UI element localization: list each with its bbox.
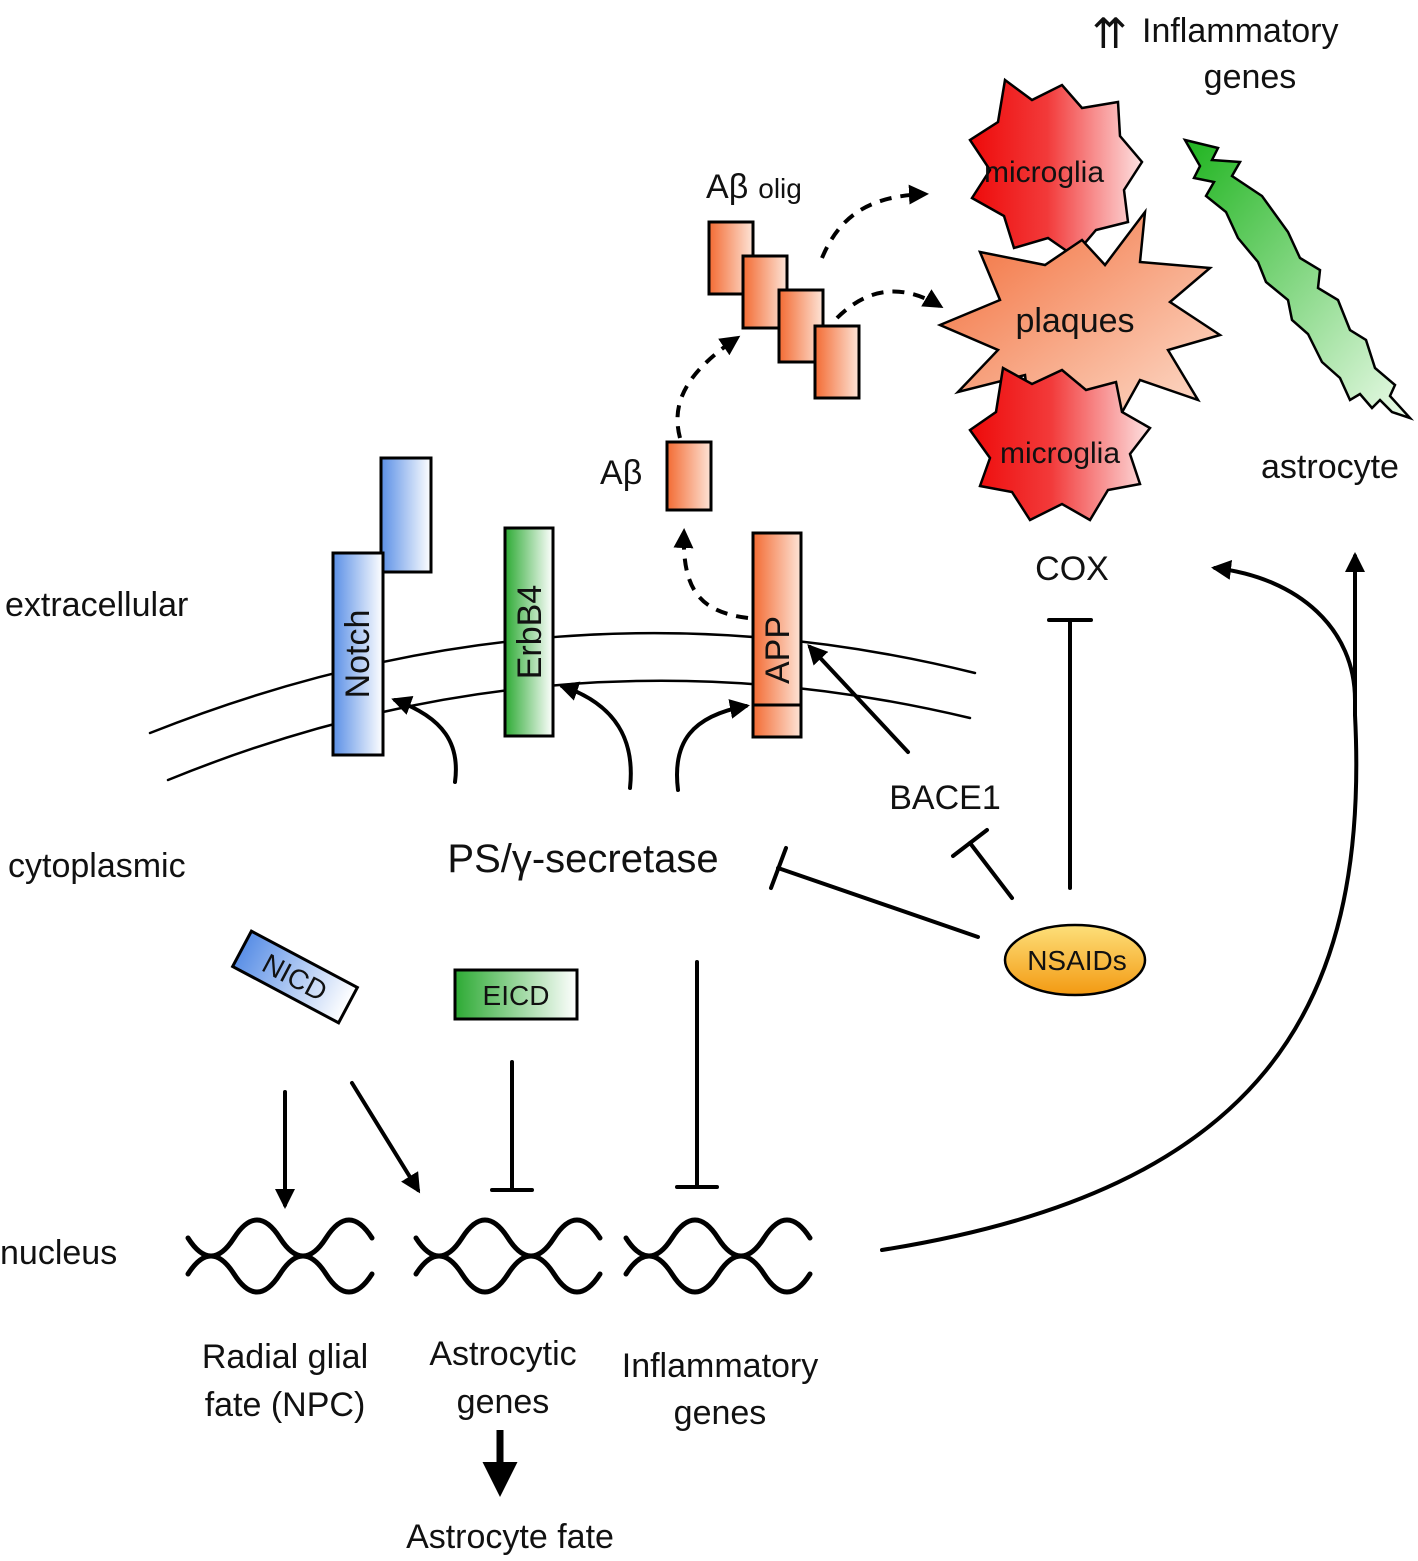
erbb4-receptor-box xyxy=(503,526,555,738)
arrow-feedback-to-cox xyxy=(1211,559,1357,702)
arrow-abeta-to-olig xyxy=(675,335,741,439)
label-secretase: PS/γ-secretase xyxy=(447,837,718,881)
label-astro-line1: Astrocytic xyxy=(429,1335,576,1373)
arrow-olig-to-plaques xyxy=(835,289,944,320)
label-top-inflam-line2: genes xyxy=(1204,58,1297,96)
microglia-bottom-shape xyxy=(968,366,1152,522)
up-arrows-icon: ⇈ xyxy=(1092,10,1127,57)
nicd-fragment: NICD xyxy=(230,929,360,1025)
label-inflam-line2: genes xyxy=(674,1394,767,1432)
dna-inflammatory xyxy=(623,1217,813,1295)
dna-radial-glial xyxy=(185,1217,375,1295)
abeta-oligomer-stack xyxy=(707,220,861,400)
arrow-secretase-to-notch xyxy=(391,696,458,784)
nicd-box xyxy=(230,929,360,1025)
label-top-inflam-line1: Inflammatory xyxy=(1142,12,1339,50)
label-inflam-line1: Inflammatory xyxy=(622,1347,819,1385)
label-astrocyte: astrocyte xyxy=(1261,448,1399,486)
astrocyte-shape xyxy=(1182,138,1415,421)
inhibit-secretase-bar xyxy=(769,846,788,890)
app-receptor-box xyxy=(751,531,803,739)
inhibit-bace1-bar xyxy=(951,828,989,858)
label-plaques: plaques xyxy=(1015,302,1134,340)
label-cox: COX xyxy=(1035,550,1109,588)
label-astrocyte-fate: Astrocyte fate xyxy=(406,1518,614,1556)
arrow-secretase-to-app xyxy=(675,699,750,792)
abeta-monomer-box xyxy=(665,440,713,512)
arrow-secretase-to-erbb4 xyxy=(558,681,633,790)
arrow-app-to-abeta xyxy=(673,528,749,620)
label-radial-line2: fate (NPC) xyxy=(205,1386,366,1424)
notch-receptor-box xyxy=(331,551,385,757)
label-nsaids: NSAIDs xyxy=(1027,945,1127,976)
label-erbb4: ErbB4 xyxy=(511,585,549,680)
label-microglia-top: microglia xyxy=(984,156,1104,189)
label-eicd: EICD xyxy=(483,980,550,1011)
inhibit-nsaids-secretase xyxy=(776,866,980,939)
label-cytoplasmic: cytoplasmic xyxy=(8,847,186,885)
label-notch: Notch xyxy=(339,610,377,699)
label-nucleus: nucleus xyxy=(0,1234,117,1272)
curve-inflammatory-feedback xyxy=(880,713,1359,1252)
label-extracellular: extracellular xyxy=(5,586,188,624)
label-astro-line2: genes xyxy=(457,1383,550,1421)
inhibit-nsaids-bace1 xyxy=(968,841,1014,900)
label-bace1: BACE1 xyxy=(889,779,1001,817)
notch-ligand-box xyxy=(379,456,433,574)
arrow-olig-to-microglia xyxy=(820,184,929,259)
label-radial-line1: Radial glial xyxy=(202,1338,368,1376)
eicd-box xyxy=(453,968,579,1021)
membrane-outer-line xyxy=(148,631,977,735)
dna-astrocytic xyxy=(413,1217,603,1295)
arrow-nicd-to-astrocytic xyxy=(350,1081,421,1194)
label-microglia-bottom: microglia xyxy=(1000,437,1120,470)
microglia-top-shape xyxy=(968,77,1144,258)
membrane-inner-line xyxy=(166,679,972,782)
nsaids-ellipse xyxy=(1003,923,1147,997)
label-app: APP xyxy=(759,616,797,684)
arrow-bace1-to-app xyxy=(807,644,910,754)
label-abeta-a: Aβ xyxy=(600,454,642,492)
